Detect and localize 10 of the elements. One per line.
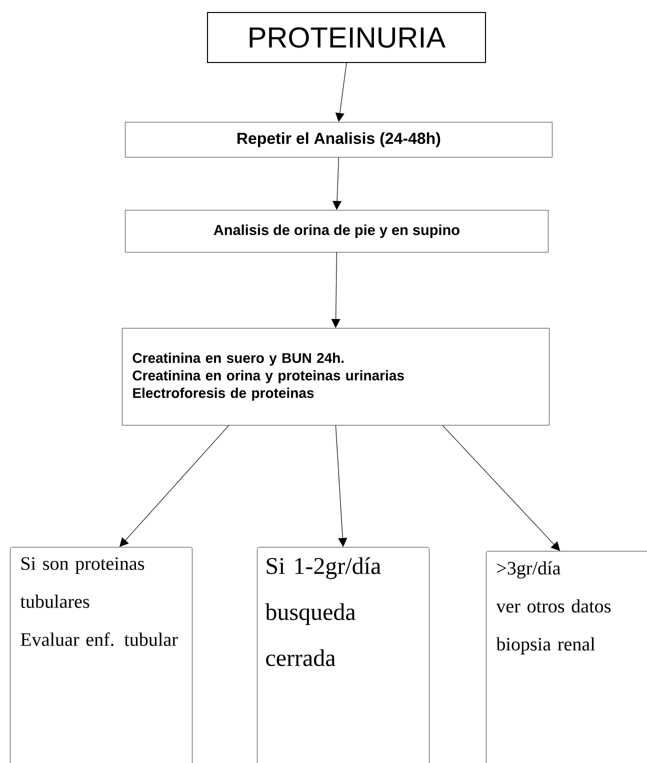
process-box: Creatinina en suero y BUN 24h. Creatinina en orina y proteinas urinarias Electroforesis de proteinas: [122, 328, 550, 426]
result-box: Si son proteinas tubulares Evaluar enf. tubular: [10, 547, 192, 763]
arrow: [335, 425, 348, 547]
title-box: PROTEINURIA: [207, 12, 486, 63]
result-box: >3gr/día ver otros datos biopsia renal: [486, 551, 647, 763]
process-box: Repetir el Analisis (24-48h): [125, 122, 552, 158]
arrow: [331, 252, 340, 328]
process-box: Analisis de orina de pie y en supino: [125, 210, 548, 252]
result-box: Si 1-2gr/día busqueda cerrada: [257, 547, 430, 763]
arrow: [335, 62, 347, 122]
